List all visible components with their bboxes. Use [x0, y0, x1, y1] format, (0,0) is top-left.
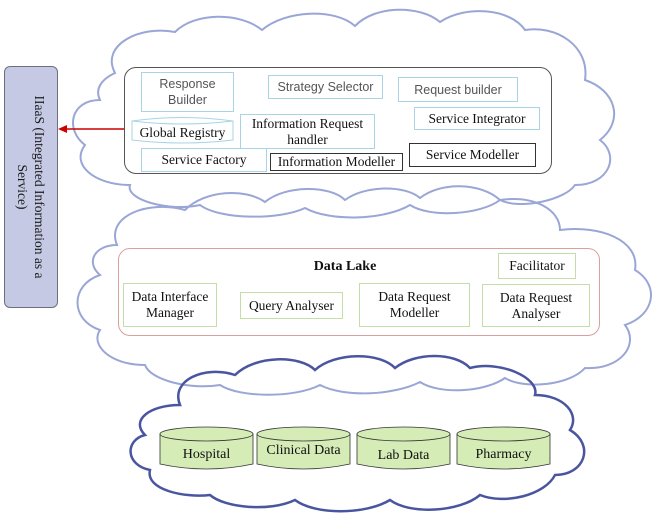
data-interface-manager-label: Data Interface Manager — [131, 289, 209, 320]
cloud-middle — [76, 185, 652, 396]
query-analyser-box[interactable]: Query Analyser — [240, 292, 343, 319]
cloud-top — [72, 8, 616, 219]
data-request-modeller-box[interactable]: Data Request Modeller — [359, 283, 470, 327]
database-icon — [456, 426, 551, 470]
source-cylinder[interactable]: Clinical Data — [256, 426, 351, 472]
data-interface-manager-box[interactable]: Data Interface Manager — [123, 283, 217, 327]
source-label: Clinical Data — [266, 443, 341, 458]
source-label: Hospital — [182, 447, 231, 462]
service-factory-box[interactable]: Service Factory — [141, 148, 267, 172]
iaas-label: IIaaS (Integrated Information as a Servi… — [15, 95, 47, 279]
data-request-analyser-box[interactable]: Data Request Analyser — [482, 284, 590, 327]
service-integrator-label: Service Integrator — [428, 110, 526, 126]
source-cylinder[interactable]: Pharmacy — [456, 426, 551, 472]
data-lake-title: Data Lake — [313, 259, 377, 274]
data-request-modeller-label: Data Request Modeller — [378, 289, 451, 320]
service-factory-label: Service Factory — [161, 152, 247, 167]
service-integrator-box[interactable]: Service Integrator — [414, 107, 540, 130]
response-builder-box[interactable]: Response Builder — [141, 72, 234, 112]
query-analyser-label: Query Analyser — [248, 297, 335, 313]
database-icon — [256, 426, 351, 470]
global-registry-shape — [131, 117, 234, 144]
source-cylinder[interactable]: Hospital — [159, 426, 254, 472]
service-modeller-box[interactable]: Service Modeller — [409, 143, 536, 167]
information-modeller-label: Information Modeller — [277, 154, 396, 169]
information-modeller-box[interactable]: Information Modeller — [270, 153, 403, 171]
service-modeller-label: Service Modeller — [425, 147, 520, 162]
database-icon — [356, 426, 451, 470]
response-builder-label: Response Builder — [159, 77, 216, 107]
information-request-handler-box[interactable]: Information Request handler — [240, 114, 375, 149]
global-registry-box[interactable]: Global Registry — [131, 116, 234, 144]
iaas-panel: IIaaS (Integrated Information as a Servi… — [4, 66, 58, 308]
data-request-analyser-label: Data Request Analyser — [499, 289, 573, 321]
source-label: Pharmacy — [475, 447, 532, 462]
source-label: Lab Data — [377, 448, 430, 463]
database-icon — [159, 426, 254, 470]
source-cylinder[interactable]: Lab Data — [356, 426, 451, 472]
strategy-selector-box[interactable]: Strategy Selector — [268, 75, 383, 99]
global-registry-label: Global Registry — [139, 125, 226, 140]
cloud-bottom — [129, 354, 586, 513]
information-request-handler-label: Information Request handler — [251, 115, 364, 147]
facilitator-box[interactable]: Facilitator — [498, 253, 576, 279]
request-builder-box[interactable]: Request builder — [398, 77, 518, 102]
strategy-selector-label: Strategy Selector — [277, 80, 374, 94]
facilitator-label: Facilitator — [509, 258, 565, 273]
request-builder-label: Request builder — [414, 82, 502, 97]
output-arrow-head — [58, 125, 67, 133]
